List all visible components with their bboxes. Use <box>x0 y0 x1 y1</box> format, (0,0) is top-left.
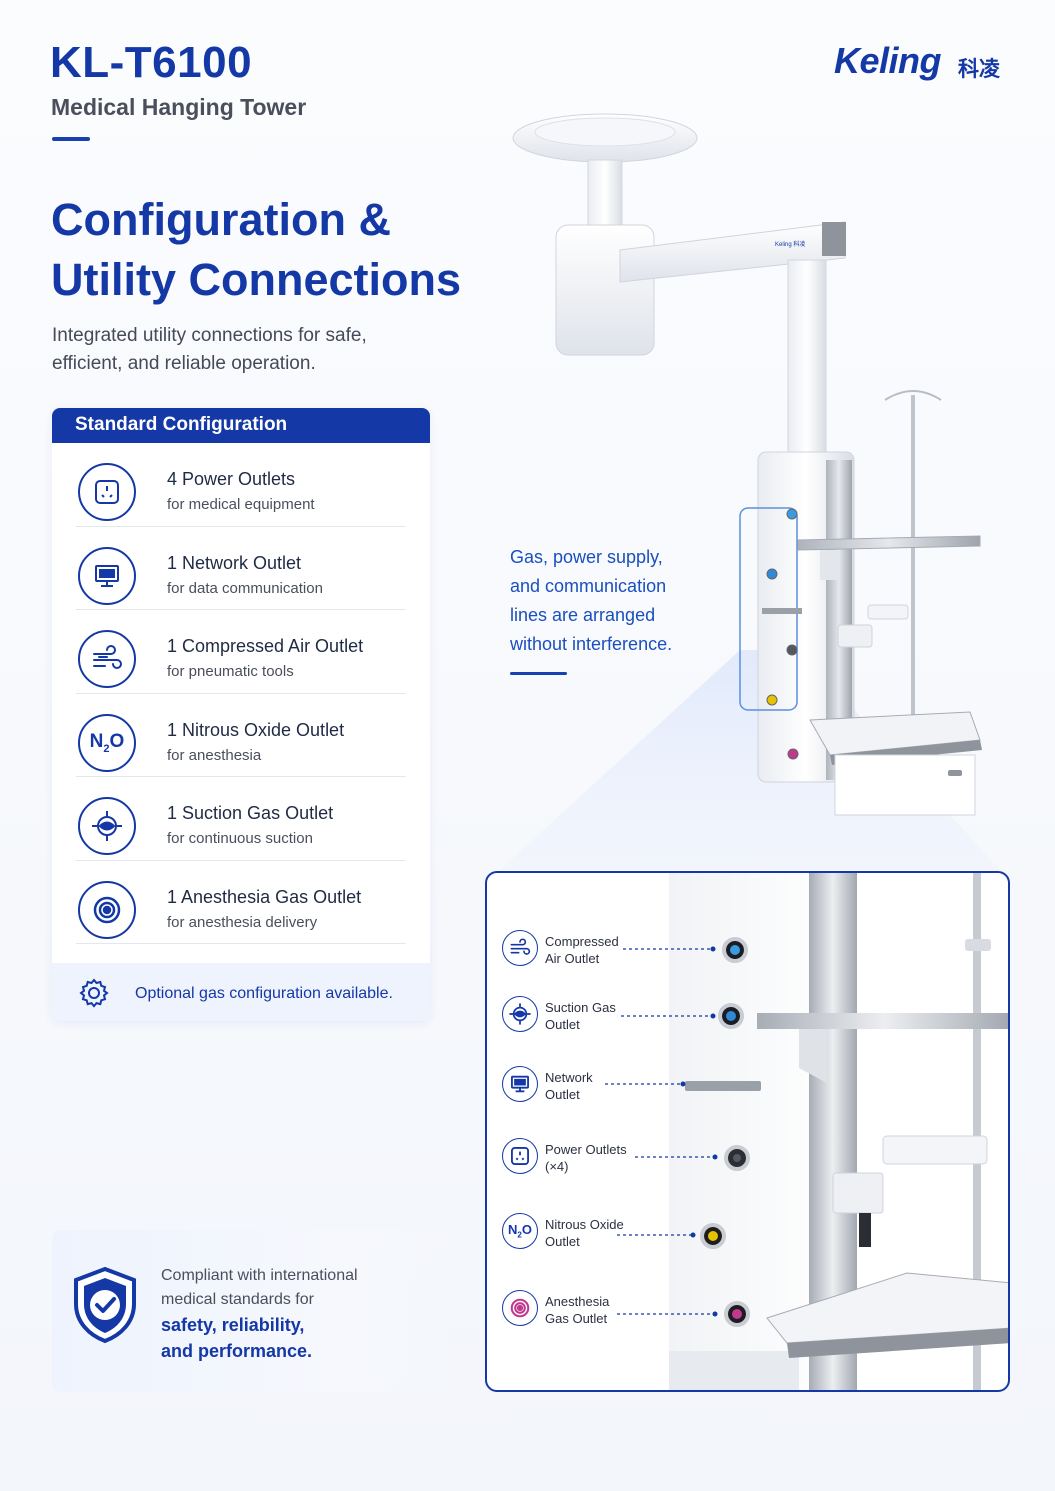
label-line-1: Anesthesia <box>545 1294 610 1309</box>
config-item-title: 1 Suction Gas Outlet <box>167 803 334 823</box>
callout-line-1: Gas, power supply, <box>510 547 663 567</box>
label-line-2: Outlet <box>545 1017 580 1032</box>
brand-wordmark: Keling <box>834 40 942 81</box>
standard-configuration-card: Standard Configuration 4 Power Outlets f… <box>52 408 430 1021</box>
gear-icon <box>79 978 109 1008</box>
label-line-2: Gas Outlet <box>545 1311 608 1326</box>
air-flow-icon <box>78 630 136 688</box>
optional-config-note: Optional gas configuration available. <box>52 963 430 1021</box>
standard-configuration-title: Standard Configuration <box>52 408 430 443</box>
label-line-2: Outlet <box>545 1087 580 1102</box>
heading-line-2: Utility Connections <box>51 254 462 305</box>
section-heading: Configuration & Utility Connections <box>51 190 471 310</box>
n2o-symbol-n: N <box>89 730 104 752</box>
config-item-anesthesia: 1 Anesthesia Gas Outlet for anesthesia d… <box>76 861 406 944</box>
compliance-highlight: safety, reliability, and performance. <box>161 1312 421 1364</box>
config-item-title: 1 Anesthesia Gas Outlet <box>167 886 362 907</box>
config-item-title: 1 Compressed Air Outlet <box>167 636 364 656</box>
compliance-line-1: Compliant with international <box>161 1267 358 1284</box>
config-item-title: 1 Nitrous Oxide Outlet <box>167 719 345 740</box>
compliance-strong-2: and performance. <box>161 1341 313 1361</box>
label-line-1: Network <box>545 1070 593 1085</box>
config-item-network: 1 Network Outlet for data communication <box>76 527 406 610</box>
outlet-detail-panel: Compressed Air Outlet Suction Gas Outlet… <box>485 871 1010 1392</box>
detail-label-network: Network Outlet <box>545 1069 593 1103</box>
arm-brand-label: Keling 科凌 <box>775 240 805 248</box>
detail-label-compressed-air: Compressed Air Outlet <box>545 933 619 967</box>
compliance-text: Compliant with international medical sta… <box>161 1264 421 1312</box>
config-item-desc: for data communication <box>167 579 323 597</box>
optional-config-text: Optional gas configuration available. <box>135 985 393 1002</box>
product-subtitle: Medical Hanging Tower <box>51 94 307 120</box>
n2o-icon: N2O <box>78 713 136 772</box>
detail-label-suction: Suction Gas Outlet <box>545 999 616 1033</box>
config-item-desc: for pneumatic tools <box>167 663 294 680</box>
config-item-power: 4 Power Outlets for medical equipment <box>76 443 406 527</box>
config-item-suction: 1 Suction Gas Outlet for continuous suct… <box>76 777 406 861</box>
callout-line-4: without interference. <box>510 634 673 654</box>
label-line-1: Nitrous Oxide <box>545 1217 624 1232</box>
port-power <box>724 1145 750 1171</box>
monitor-icon <box>78 546 136 605</box>
config-item-compressed-air: 1 Compressed Air Outlet for pneumatic to… <box>76 610 406 694</box>
outlet-closeup-illustration <box>669 873 1008 1390</box>
port-anesthesia <box>724 1301 750 1327</box>
hanging-tower-illustration: Keling 科凌 <box>512 113 982 816</box>
label-line-1: Compressed <box>545 934 619 949</box>
config-item-title: 1 Network Outlet <box>167 552 302 573</box>
intro-line-2: efficient, and reliable operation. <box>52 353 316 374</box>
brand-logo: Keling 科凌 <box>834 40 1014 86</box>
detail-label-power: Power Outlets (×4) <box>545 1141 627 1175</box>
n2o-symbol-o: O <box>109 730 125 752</box>
target-icon <box>78 880 136 939</box>
callout-line-2: and communication <box>510 576 667 596</box>
monitor-icon <box>502 1066 538 1102</box>
shield-check-icon <box>74 1266 136 1344</box>
n2o-symbol-o: O <box>521 1222 532 1238</box>
n2o-icon: N2O <box>502 1213 538 1249</box>
power-outlet-icon <box>78 463 136 521</box>
port-suction <box>718 1003 744 1029</box>
config-item-desc: for anesthesia delivery <box>167 913 318 931</box>
config-item-desc: for continuous suction <box>167 830 313 847</box>
callout-line-3: lines are arranged <box>510 605 656 625</box>
callout-divider <box>510 672 567 675</box>
intro-line-1: Integrated utility connections for safe, <box>52 325 367 346</box>
config-item-desc: for anesthesia <box>167 746 262 764</box>
air-flow-icon <box>502 930 538 966</box>
compliance-strong-1: safety, reliability, <box>161 1315 305 1335</box>
compliance-card: Compliant with international medical sta… <box>52 1230 462 1392</box>
label-line-2: Air Outlet <box>545 951 600 966</box>
suction-icon <box>78 797 136 855</box>
label-line-1: Power Outlets <box>545 1142 627 1157</box>
routing-callout: Gas, power supply, and communication lin… <box>510 543 710 659</box>
detail-label-nitrous-oxide: Nitrous Oxide Outlet <box>545 1216 624 1250</box>
power-outlet-icon <box>502 1138 538 1174</box>
intro-text: Integrated utility connections for safe,… <box>52 322 432 378</box>
detail-label-anesthesia: Anesthesia Gas Outlet <box>545 1293 609 1327</box>
leader-lines <box>605 946 718 1317</box>
compliance-line-2: medical standards for <box>161 1291 314 1308</box>
config-item-desc: for medical equipment <box>167 496 315 513</box>
model-number: KL-T6100 <box>50 38 253 87</box>
n2o-symbol-n: N <box>508 1222 518 1238</box>
title-divider <box>52 137 90 141</box>
suction-icon <box>502 996 538 1032</box>
heading-line-1: Configuration & <box>51 194 391 245</box>
port-compressed-air <box>722 937 748 963</box>
brand-chinese-name: 科凌 <box>958 58 1000 81</box>
label-line-1: Suction Gas <box>545 1000 616 1015</box>
target-icon <box>502 1290 538 1326</box>
n2o-symbol-sub: 2 <box>517 1230 522 1240</box>
n2o-symbol-sub: 2 <box>103 742 110 755</box>
label-line-2: Outlet <box>545 1234 580 1249</box>
config-item-nitrous-oxide: N2O 1 Nitrous Oxide Outlet for anesthesi… <box>76 694 406 777</box>
config-item-title: 4 Power Outlets <box>167 469 296 489</box>
label-line-2: (×4) <box>545 1159 569 1174</box>
port-nitrous-oxide <box>700 1223 726 1249</box>
